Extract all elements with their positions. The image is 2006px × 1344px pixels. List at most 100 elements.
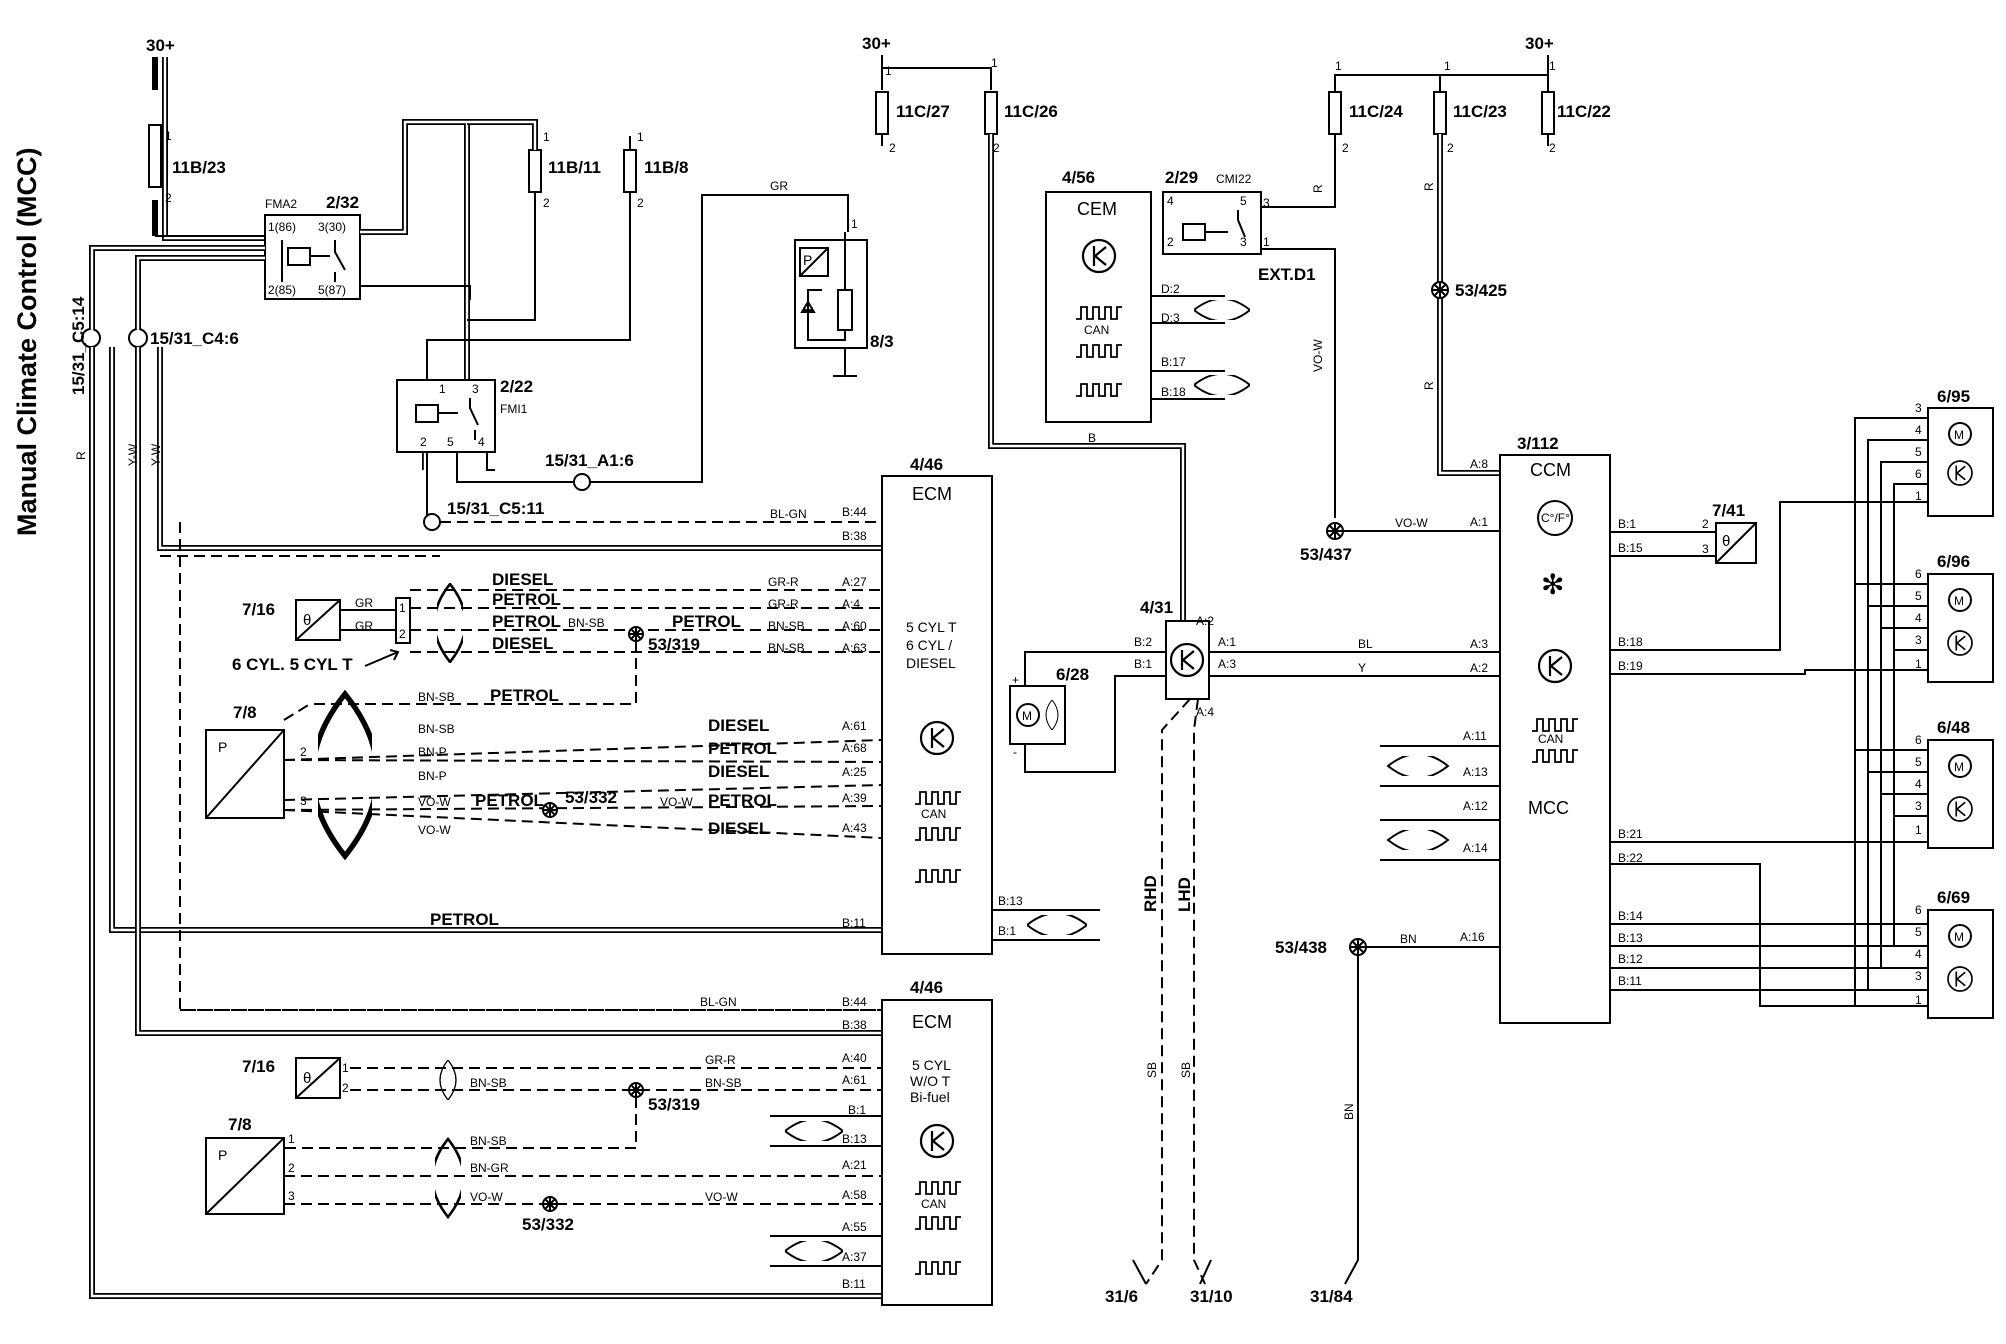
svg-text:A:13: A:13 [1463, 765, 1488, 779]
svg-text:11C/26: 11C/26 [1004, 102, 1058, 121]
svg-text:53/425: 53/425 [1455, 281, 1507, 300]
actuator-6-48: 6/48 M 6 5 4 3 1 [1915, 718, 1994, 849]
svg-text:PETROL: PETROL [492, 590, 561, 609]
svg-text:C°/F°: C°/F° [1541, 511, 1570, 525]
svg-text:GR-R: GR-R [705, 1053, 736, 1067]
svg-text:3: 3 [1915, 799, 1922, 813]
svg-text:VO-W: VO-W [705, 1190, 738, 1204]
svg-text:FMA2: FMA2 [265, 197, 297, 211]
svg-text:DIESEL: DIESEL [708, 762, 769, 781]
svg-text:6/96: 6/96 [1937, 552, 1970, 571]
splice-53-319-b: 53/319 [628, 1082, 700, 1114]
svg-text:1: 1 [342, 1061, 349, 1075]
svg-text:6/28: 6/28 [1056, 665, 1089, 684]
svg-text:A:1: A:1 [1470, 515, 1488, 529]
svg-text:53/319: 53/319 [648, 635, 700, 654]
svg-text:B:44: B:44 [842, 505, 867, 519]
splice-53-437: 53/437 [1300, 522, 1352, 564]
ecm-module-1: 4/46 ECM 5 CYL T 6 CYL / DIESEL CAN [881, 455, 993, 955]
svg-text:-: - [1013, 745, 1017, 759]
actuator-6-69: 6/69 M 6 5 4 3 1 [1915, 888, 1994, 1019]
svg-text:P: P [218, 1147, 227, 1163]
svg-text:5 CYL T: 5 CYL T [906, 619, 957, 635]
svg-text:DIESEL: DIESEL [708, 716, 769, 735]
svg-text:GR-R: GR-R [768, 597, 799, 611]
svg-text:B:13: B:13 [998, 894, 1023, 908]
splice-53-332-b: 53/332 [522, 1196, 574, 1234]
splice-53-438: 53/438 [1275, 938, 1367, 957]
sensor-7-16-2: θ 7/16 1 2 [242, 1057, 349, 1099]
svg-text:+: + [1012, 673, 1019, 687]
svg-text:B:18: B:18 [1618, 635, 1643, 649]
svg-text:2: 2 [889, 141, 896, 155]
svg-text:BN-GR: BN-GR [470, 1161, 509, 1175]
svg-text:1: 1 [543, 130, 550, 144]
svg-text:A:2: A:2 [1196, 614, 1214, 628]
svg-text:PETROL: PETROL [475, 791, 544, 810]
svg-text:DIESEL: DIESEL [492, 570, 553, 589]
svg-text:A:12: A:12 [1463, 799, 1488, 813]
sensor-7-16-1: θ 7/16 GR GR 1 2 6 CYL. 5 CYL T [232, 596, 411, 674]
svg-text:DIESEL: DIESEL [492, 634, 553, 653]
svg-text:3: 3 [1915, 401, 1922, 415]
svg-text:DIESEL: DIESEL [708, 819, 769, 838]
svg-text:3/112: 3/112 [1517, 434, 1559, 453]
svg-text:A:43: A:43 [842, 821, 867, 835]
svg-text:2: 2 [288, 1161, 295, 1175]
svg-text:B:12: B:12 [1618, 952, 1643, 966]
svg-text:11C/24: 11C/24 [1349, 102, 1403, 121]
svg-text:R: R [1311, 184, 1325, 193]
splice-53-425: 53/425 [1431, 281, 1507, 300]
svg-text:EXT.D1: EXT.D1 [1258, 265, 1316, 284]
svg-text:A:3: A:3 [1218, 657, 1236, 671]
svg-text:B:14: B:14 [1618, 909, 1643, 923]
svg-text:B:15: B:15 [1618, 541, 1643, 555]
svg-text:A:25: A:25 [842, 765, 867, 779]
svg-text:M: M [1954, 594, 1964, 608]
svg-text:11C/27: 11C/27 [896, 102, 950, 121]
svg-text:3: 3 [472, 382, 479, 396]
svg-text:P: P [803, 252, 812, 268]
svg-text:2: 2 [1342, 141, 1349, 155]
svg-text:53/332: 53/332 [522, 1215, 574, 1234]
svg-text:2: 2 [399, 627, 406, 641]
svg-text:A:21: A:21 [842, 1158, 867, 1172]
svg-text:BL: BL [1358, 637, 1373, 651]
svg-text:6 CYL. 5 CYL T: 6 CYL. 5 CYL T [232, 655, 353, 674]
svg-text:5(87): 5(87) [318, 283, 346, 297]
svg-text:1: 1 [439, 382, 446, 396]
svg-text:2: 2 [1702, 517, 1709, 531]
supply-label: 30+ [862, 34, 891, 53]
svg-text:7/16: 7/16 [242, 600, 275, 619]
svg-text:3: 3 [1915, 969, 1922, 983]
cem-module: 4/56 CEM CAN D:2 D:3 B:17 B:18 [1045, 168, 1250, 423]
svg-text:1: 1 [165, 129, 172, 143]
svg-text:7/41: 7/41 [1712, 501, 1745, 520]
svg-text:B:11: B:11 [842, 916, 866, 930]
svg-text:B:1: B:1 [1134, 657, 1152, 671]
sensor-7-8-2: P 7/8 1 2 3 [205, 1115, 295, 1215]
svg-text:B:2: B:2 [1134, 635, 1152, 649]
svg-text:A:27: A:27 [842, 575, 867, 589]
svg-text:BL-GN: BL-GN [770, 507, 807, 521]
svg-text:✻: ✻ [1541, 569, 1564, 600]
svg-text:BN-SB: BN-SB [418, 690, 455, 704]
svg-text:θ: θ [303, 612, 311, 629]
svg-text:A:14: A:14 [1463, 841, 1488, 855]
svg-text:2: 2 [1549, 141, 1556, 155]
svg-text:3: 3 [288, 1189, 295, 1203]
svg-text:MCC: MCC [1528, 798, 1569, 818]
svg-text:2: 2 [637, 196, 644, 210]
svg-text:2/22: 2/22 [500, 377, 533, 396]
svg-text:5: 5 [447, 435, 454, 449]
svg-text:M: M [1954, 760, 1964, 774]
svg-text:PETROL: PETROL [430, 910, 499, 929]
svg-text:4/31: 4/31 [1140, 598, 1173, 617]
svg-text:1: 1 [1915, 823, 1922, 837]
svg-text:VO-W: VO-W [1395, 516, 1428, 530]
svg-text:5: 5 [1915, 925, 1922, 939]
svg-text:M: M [1954, 428, 1964, 442]
svg-text:A:2: A:2 [1470, 661, 1488, 675]
svg-text:2: 2 [1447, 141, 1454, 155]
